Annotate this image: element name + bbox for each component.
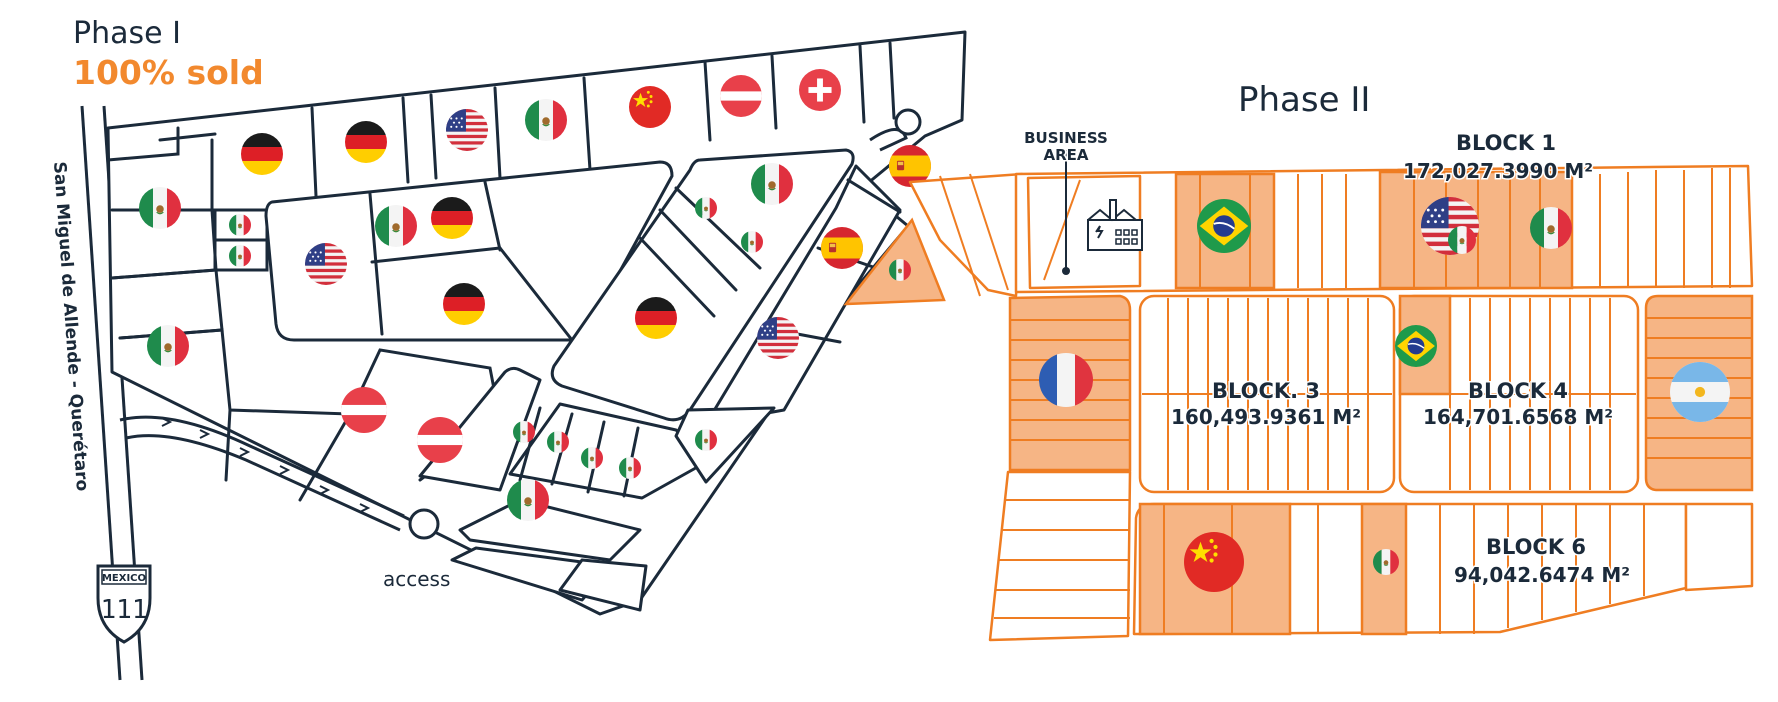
mexico-flag-icon — [619, 457, 641, 479]
highway-name: San Miguel de Allende - Querétaro — [49, 161, 92, 492]
mexico-flag-icon — [375, 205, 417, 247]
austria-flag-icon — [720, 75, 762, 117]
mexico-flag-icon — [229, 214, 251, 236]
factory-solar-icon — [1087, 199, 1143, 251]
block6-area: 94,042.6474 M² — [1454, 563, 1630, 587]
phase1-layout: access — [106, 30, 967, 616]
roundabout — [408, 508, 440, 540]
mexico-flag-icon — [751, 163, 793, 205]
mexico-flag-icon — [525, 99, 567, 141]
mexico-flag-icon — [1530, 207, 1572, 249]
france-flag-icon — [1039, 353, 1093, 407]
mexico-flag-icon — [147, 325, 189, 367]
usa-flag-icon — [305, 243, 347, 285]
mexico-flag-icon — [1373, 549, 1399, 575]
mexico-flag-icon — [547, 431, 569, 453]
switzerland-flag-icon — [799, 69, 841, 111]
mexico-flag-icon — [513, 421, 535, 443]
phase2-layout: BUSINESS AREA — [843, 128, 1754, 642]
phase1-title: Phase I — [73, 16, 181, 51]
block4-name: BLOCK 4 — [1468, 379, 1568, 403]
shield-top-text: MEXICO — [102, 573, 146, 584]
china-flag-icon — [629, 86, 671, 128]
germany-flag-icon — [635, 297, 677, 339]
mexico-flag-icon — [229, 245, 251, 267]
germany-flag-icon — [345, 121, 387, 163]
mexico-flag-icon — [1448, 226, 1476, 254]
block1-name: BLOCK 1 — [1456, 131, 1556, 155]
shield-number-text: 111 — [101, 595, 148, 625]
mexico-flag-icon — [889, 259, 911, 281]
austria-flag-icon — [341, 387, 387, 433]
brazil-flag-icon — [1197, 199, 1251, 253]
road-arrows — [161, 417, 371, 513]
phase2-title: Phase II — [1238, 80, 1370, 120]
block1-area: 172,027.3990 M² — [1403, 159, 1593, 183]
mexico-flag-icon — [581, 447, 603, 469]
germany-flag-icon — [443, 283, 485, 325]
block3-name: BLOCK. 3 — [1212, 379, 1320, 403]
argentina-flag-icon — [1670, 362, 1730, 422]
business-area-label-1: BUSINESS — [1024, 129, 1108, 147]
phase1-sold-status: 100% sold — [73, 53, 264, 92]
mexico-flag-icon — [695, 197, 717, 219]
mexico-flag-icon — [139, 187, 181, 229]
usa-flag-icon — [757, 317, 799, 359]
china-flag-icon — [1184, 532, 1244, 592]
mexico-flag-icon — [741, 231, 763, 253]
brazil-flag-icon — [1395, 325, 1437, 367]
access-label: access — [383, 567, 450, 591]
austria-flag-icon — [417, 417, 463, 463]
mexico-flag-icon — [695, 429, 717, 451]
business-area-label-2: AREA — [1043, 146, 1088, 164]
highway-shield-icon: MEXICO 111 — [96, 564, 152, 644]
block4-area: 164,701.6568 M² — [1423, 405, 1613, 429]
spain-flag-icon — [821, 227, 863, 269]
germany-flag-icon — [241, 133, 283, 175]
block6-name: BLOCK 6 — [1486, 535, 1586, 559]
block3-area: 160,493.9361 M² — [1171, 405, 1361, 429]
germany-flag-icon — [431, 197, 473, 239]
usa-flag-icon — [446, 109, 488, 151]
mexico-flag-icon — [507, 479, 549, 521]
